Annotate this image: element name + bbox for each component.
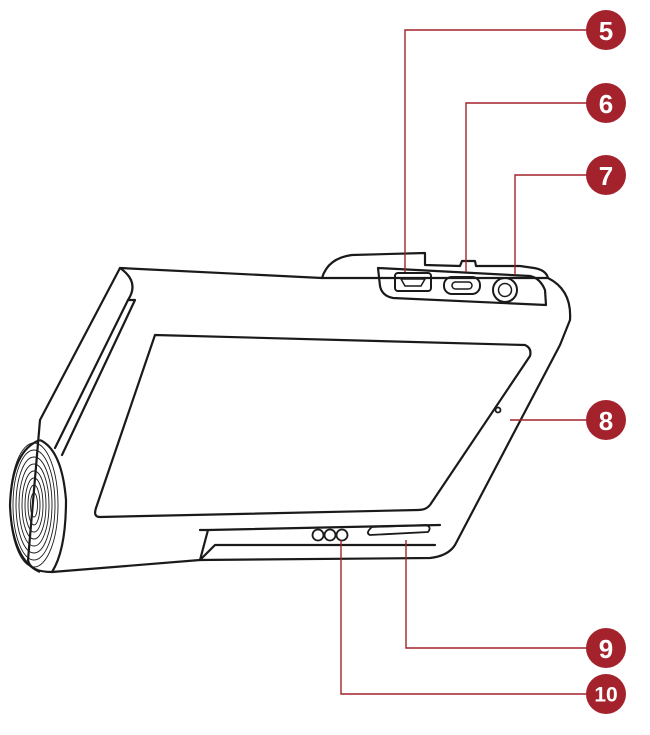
device-body bbox=[26, 251, 572, 574]
led-dot-1 bbox=[311, 528, 325, 542]
leader-9 bbox=[405, 540, 588, 649]
bottom-foot bbox=[198, 543, 437, 562]
svg-text:7: 7 bbox=[599, 161, 613, 191]
svg-text:9: 9 bbox=[599, 634, 613, 664]
ports bbox=[394, 272, 518, 303]
card-slot bbox=[367, 524, 431, 536]
port-plate bbox=[376, 266, 548, 307]
callout-8: 8 bbox=[586, 400, 626, 440]
callout-5: 5 bbox=[586, 10, 626, 50]
svg-text:10: 10 bbox=[594, 684, 617, 707]
mic-hole bbox=[494, 406, 502, 414]
svg-text:5: 5 bbox=[599, 16, 613, 46]
usb-port bbox=[394, 272, 432, 292]
callout-9: 9 bbox=[586, 628, 626, 668]
lens bbox=[8, 438, 68, 574]
rear-strip-inner bbox=[60, 298, 137, 457]
details bbox=[311, 406, 502, 542]
callout-10: 10 bbox=[586, 674, 626, 714]
leader-10 bbox=[340, 540, 588, 695]
led-dot-2 bbox=[323, 528, 337, 542]
callout-6: 6 bbox=[586, 83, 626, 123]
callout-7: 7 bbox=[586, 155, 626, 195]
port-bump bbox=[320, 251, 550, 280]
rear-strip bbox=[53, 266, 134, 450]
svg-text:8: 8 bbox=[599, 406, 613, 436]
leader-5 bbox=[404, 29, 588, 272]
leader-7 bbox=[514, 174, 588, 275]
led-dot-3 bbox=[335, 528, 349, 542]
leader-lines bbox=[340, 29, 588, 695]
svg-text:6: 6 bbox=[599, 89, 613, 119]
screen-panel bbox=[94, 333, 532, 519]
outer-shell bbox=[26, 266, 572, 574]
hdmi-port bbox=[443, 276, 481, 295]
leader-6 bbox=[465, 102, 588, 272]
audio-jack bbox=[492, 277, 518, 303]
